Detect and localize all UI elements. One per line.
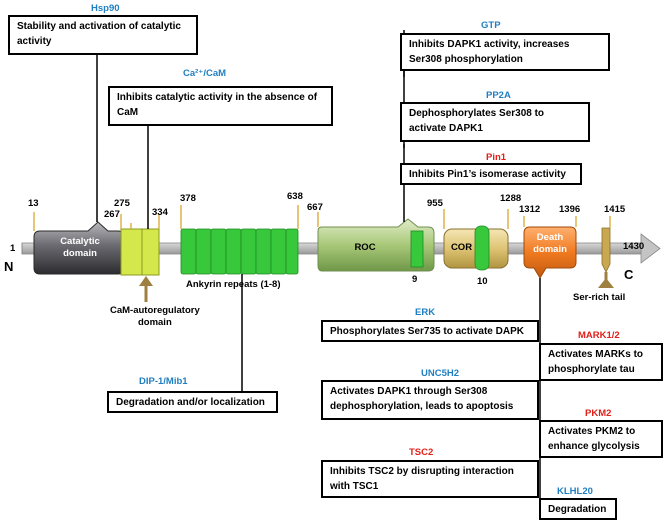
start-position-1: 1 — [10, 243, 16, 254]
cor-linker-10 — [474, 225, 490, 271]
position-638: 638 — [287, 191, 303, 202]
ankyrin-repeat — [210, 228, 227, 275]
interaction-box-unc5h2: Activates DAPK1 through Ser308 dephospho… — [321, 380, 539, 420]
position-378: 378 — [180, 193, 196, 204]
end-position-1430: 1430 — [623, 241, 645, 252]
partner-dip1: DIP-1/Mib1 — [139, 376, 188, 387]
n-terminus-label: N — [4, 259, 14, 274]
interaction-box-pp2a: Dephosphorylates Ser308 to activate DAPK… — [400, 102, 590, 142]
interaction-box-mark: Activates MARKs to phosphorylate tau — [539, 343, 663, 381]
ser-rich-tail-label: Ser-rich tail — [573, 292, 626, 303]
partner-pin1: Pin1 — [486, 152, 507, 163]
interaction-box-gtp: Inhibits DAPK1 activity, increases Ser30… — [400, 33, 610, 71]
ser-rich-tail-marker — [601, 227, 611, 273]
position-ticks — [33, 205, 611, 231]
cam-autoregulatory-label: CaM-autoregulatory domain — [110, 305, 200, 329]
ankyrin-repeat — [255, 228, 272, 275]
interaction-box-pin1: Inhibits Pin1’s isomerase activity — [400, 163, 582, 185]
partner-erk: ERK — [415, 307, 436, 318]
ankyrin-repeat — [285, 228, 299, 275]
position-1396: 1396 — [559, 204, 581, 215]
ankyrin-repeat — [225, 228, 242, 275]
interaction-box-hsp90: Stability and activation of catalytic ac… — [8, 15, 198, 55]
partner-cacam: Ca²⁺/CaM — [183, 68, 227, 79]
position-334: 334 — [152, 207, 168, 218]
ankyrin-repeats-label: Ankyrin repeats (1-8) — [186, 279, 281, 290]
death-domain-label: Death domain — [533, 232, 567, 256]
interaction-box-klhl20: Degradation — [539, 498, 617, 520]
partner-pp2a: PP2A — [486, 90, 511, 101]
cam-autoregulatory-domain — [120, 228, 160, 276]
position-667: 667 — [307, 202, 323, 213]
interaction-box-tsc2: Inhibits TSC2 by disrupting interaction … — [321, 460, 539, 498]
partner-mark: MARK1/2 — [578, 330, 620, 341]
partner-hsp90: Hsp90 — [91, 3, 120, 14]
ankyrin-repeat — [195, 228, 212, 275]
catalytic-domain-label: Catalytic domain — [60, 236, 100, 260]
interaction-box-dip1: Degradation and/or localization — [107, 391, 278, 413]
roc-domain-label: ROC — [354, 242, 376, 253]
roc-linker-9 — [410, 230, 424, 268]
position-275: 275 — [114, 198, 130, 209]
ser-rich-tail-arrow — [598, 278, 614, 288]
cam-reg-arrow-head — [139, 276, 153, 286]
interaction-box-pkm2: Activates PKM2 to enhance glycolysis — [539, 420, 663, 458]
position-1312: 1312 — [519, 204, 541, 215]
interaction-box-cacam: Inhibits catalytic activity in the absen… — [108, 86, 333, 126]
partner-tsc2: TSC2 — [409, 447, 434, 458]
partner-unc5h2: UNC5H2 — [421, 368, 460, 379]
roc-domain — [317, 218, 435, 272]
c-terminal-arrowhead — [640, 233, 661, 264]
position-267: 267 — [104, 209, 120, 220]
partner-pkm2: PKM2 — [585, 408, 612, 419]
linker-9-label: 9 — [412, 274, 418, 285]
position-1415: 1415 — [604, 204, 626, 215]
ankyrin-repeat — [270, 228, 287, 275]
partner-klhl20: KLHL20 — [557, 486, 593, 497]
ankyrin-repeats — [180, 228, 299, 275]
interaction-box-erk: Phosphorylates Ser735 to activate DAPK — [321, 320, 539, 342]
position-1288: 1288 — [500, 193, 522, 204]
ankyrin-repeat — [180, 228, 197, 275]
linker-10-label: 10 — [477, 276, 488, 287]
position-955: 955 — [427, 198, 443, 209]
cor-domain-label: COR — [450, 242, 473, 253]
partner-gtp: GTP — [481, 20, 501, 31]
ankyrin-repeat — [240, 228, 257, 275]
death-domain — [523, 226, 577, 279]
position-13: 13 — [28, 198, 39, 209]
c-terminus-label: C — [624, 267, 634, 282]
